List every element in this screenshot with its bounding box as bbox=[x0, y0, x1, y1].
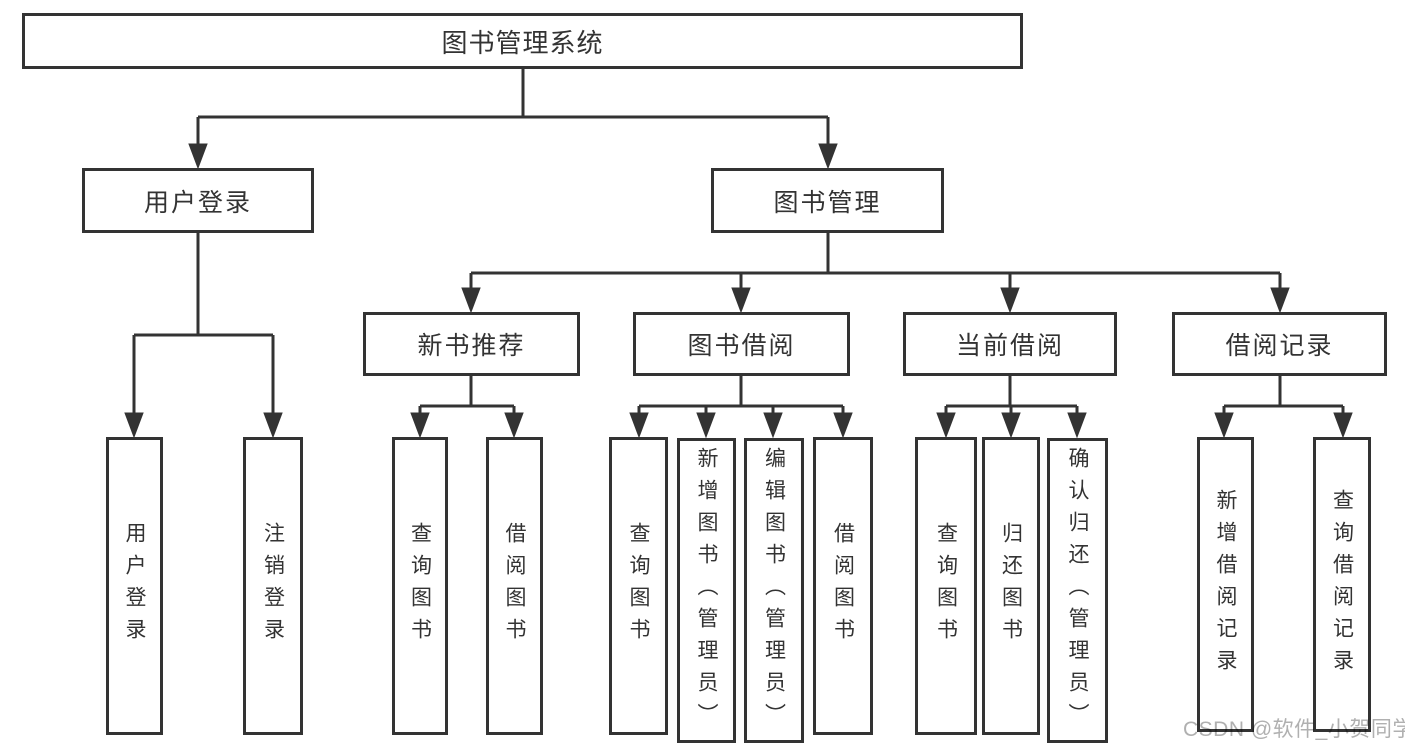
leaf-borrow-query-books: 查询图书 bbox=[609, 437, 668, 735]
leaf-label: 查询图书 bbox=[627, 522, 650, 650]
node-label: 当前借阅 bbox=[955, 332, 1064, 360]
leaf-newbooks-borrow-books: 借阅图书 bbox=[486, 437, 543, 735]
node-label: 新书推荐 bbox=[417, 332, 526, 360]
leaf-label: 编辑图书（管理员） bbox=[762, 446, 786, 735]
leaf-label: 新增图书（管理员） bbox=[695, 446, 718, 735]
leaf-current-confirm-return-admin: 确认归还（管理员） bbox=[1047, 438, 1108, 743]
leaf-records-query-borrow-record: 查询借阅记录 bbox=[1313, 437, 1371, 732]
node-label: 用户登录 bbox=[143, 188, 252, 217]
leaf-label: 借阅图书 bbox=[503, 522, 526, 650]
node-label: 图书管理系统 bbox=[441, 27, 604, 58]
leaf-label: 查询图书 bbox=[934, 522, 958, 650]
node-library-system: 图书管理系统 bbox=[22, 13, 1023, 69]
leaf-borrow-add-books-admin: 新增图书（管理员） bbox=[677, 438, 736, 743]
leaf-label: 注销登录 bbox=[261, 522, 285, 650]
leaf-current-query-books: 查询图书 bbox=[915, 437, 977, 735]
node-label: 图书借阅 bbox=[687, 332, 796, 360]
leaf-user-login: 用户登录 bbox=[106, 437, 163, 735]
leaf-label: 新增借阅记录 bbox=[1214, 488, 1237, 681]
leaf-records-add-borrow-record: 新增借阅记录 bbox=[1197, 437, 1254, 732]
node-book-management: 图书管理 bbox=[711, 168, 944, 233]
leaf-label: 用户登录 bbox=[123, 522, 146, 650]
node-current-borrow: 当前借阅 bbox=[903, 312, 1117, 376]
leaf-label: 借阅图书 bbox=[831, 522, 855, 650]
node-user-login: 用户登录 bbox=[82, 168, 314, 233]
leaf-label: 查询图书 bbox=[408, 522, 432, 650]
node-label: 借阅记录 bbox=[1225, 332, 1334, 360]
leaf-newbooks-query-books: 查询图书 bbox=[392, 437, 448, 735]
node-new-book-recommend: 新书推荐 bbox=[363, 312, 580, 376]
leaf-logout: 注销登录 bbox=[243, 437, 303, 735]
leaf-borrow-edit-books-admin: 编辑图书（管理员） bbox=[744, 438, 804, 743]
node-borrow-records: 借阅记录 bbox=[1172, 312, 1387, 376]
leaf-label: 查询借阅记录 bbox=[1330, 488, 1354, 681]
leaf-label: 归还图书 bbox=[999, 522, 1023, 650]
node-label: 图书管理 bbox=[773, 188, 882, 217]
leaf-borrow-borrow-books: 借阅图书 bbox=[813, 437, 873, 735]
leaf-label: 确认归还（管理员） bbox=[1066, 446, 1089, 735]
leaf-current-return-books: 归还图书 bbox=[982, 437, 1040, 735]
watermark: CSDN @软件_小贺同学 bbox=[1183, 718, 1405, 741]
node-book-borrow: 图书借阅 bbox=[633, 312, 850, 376]
